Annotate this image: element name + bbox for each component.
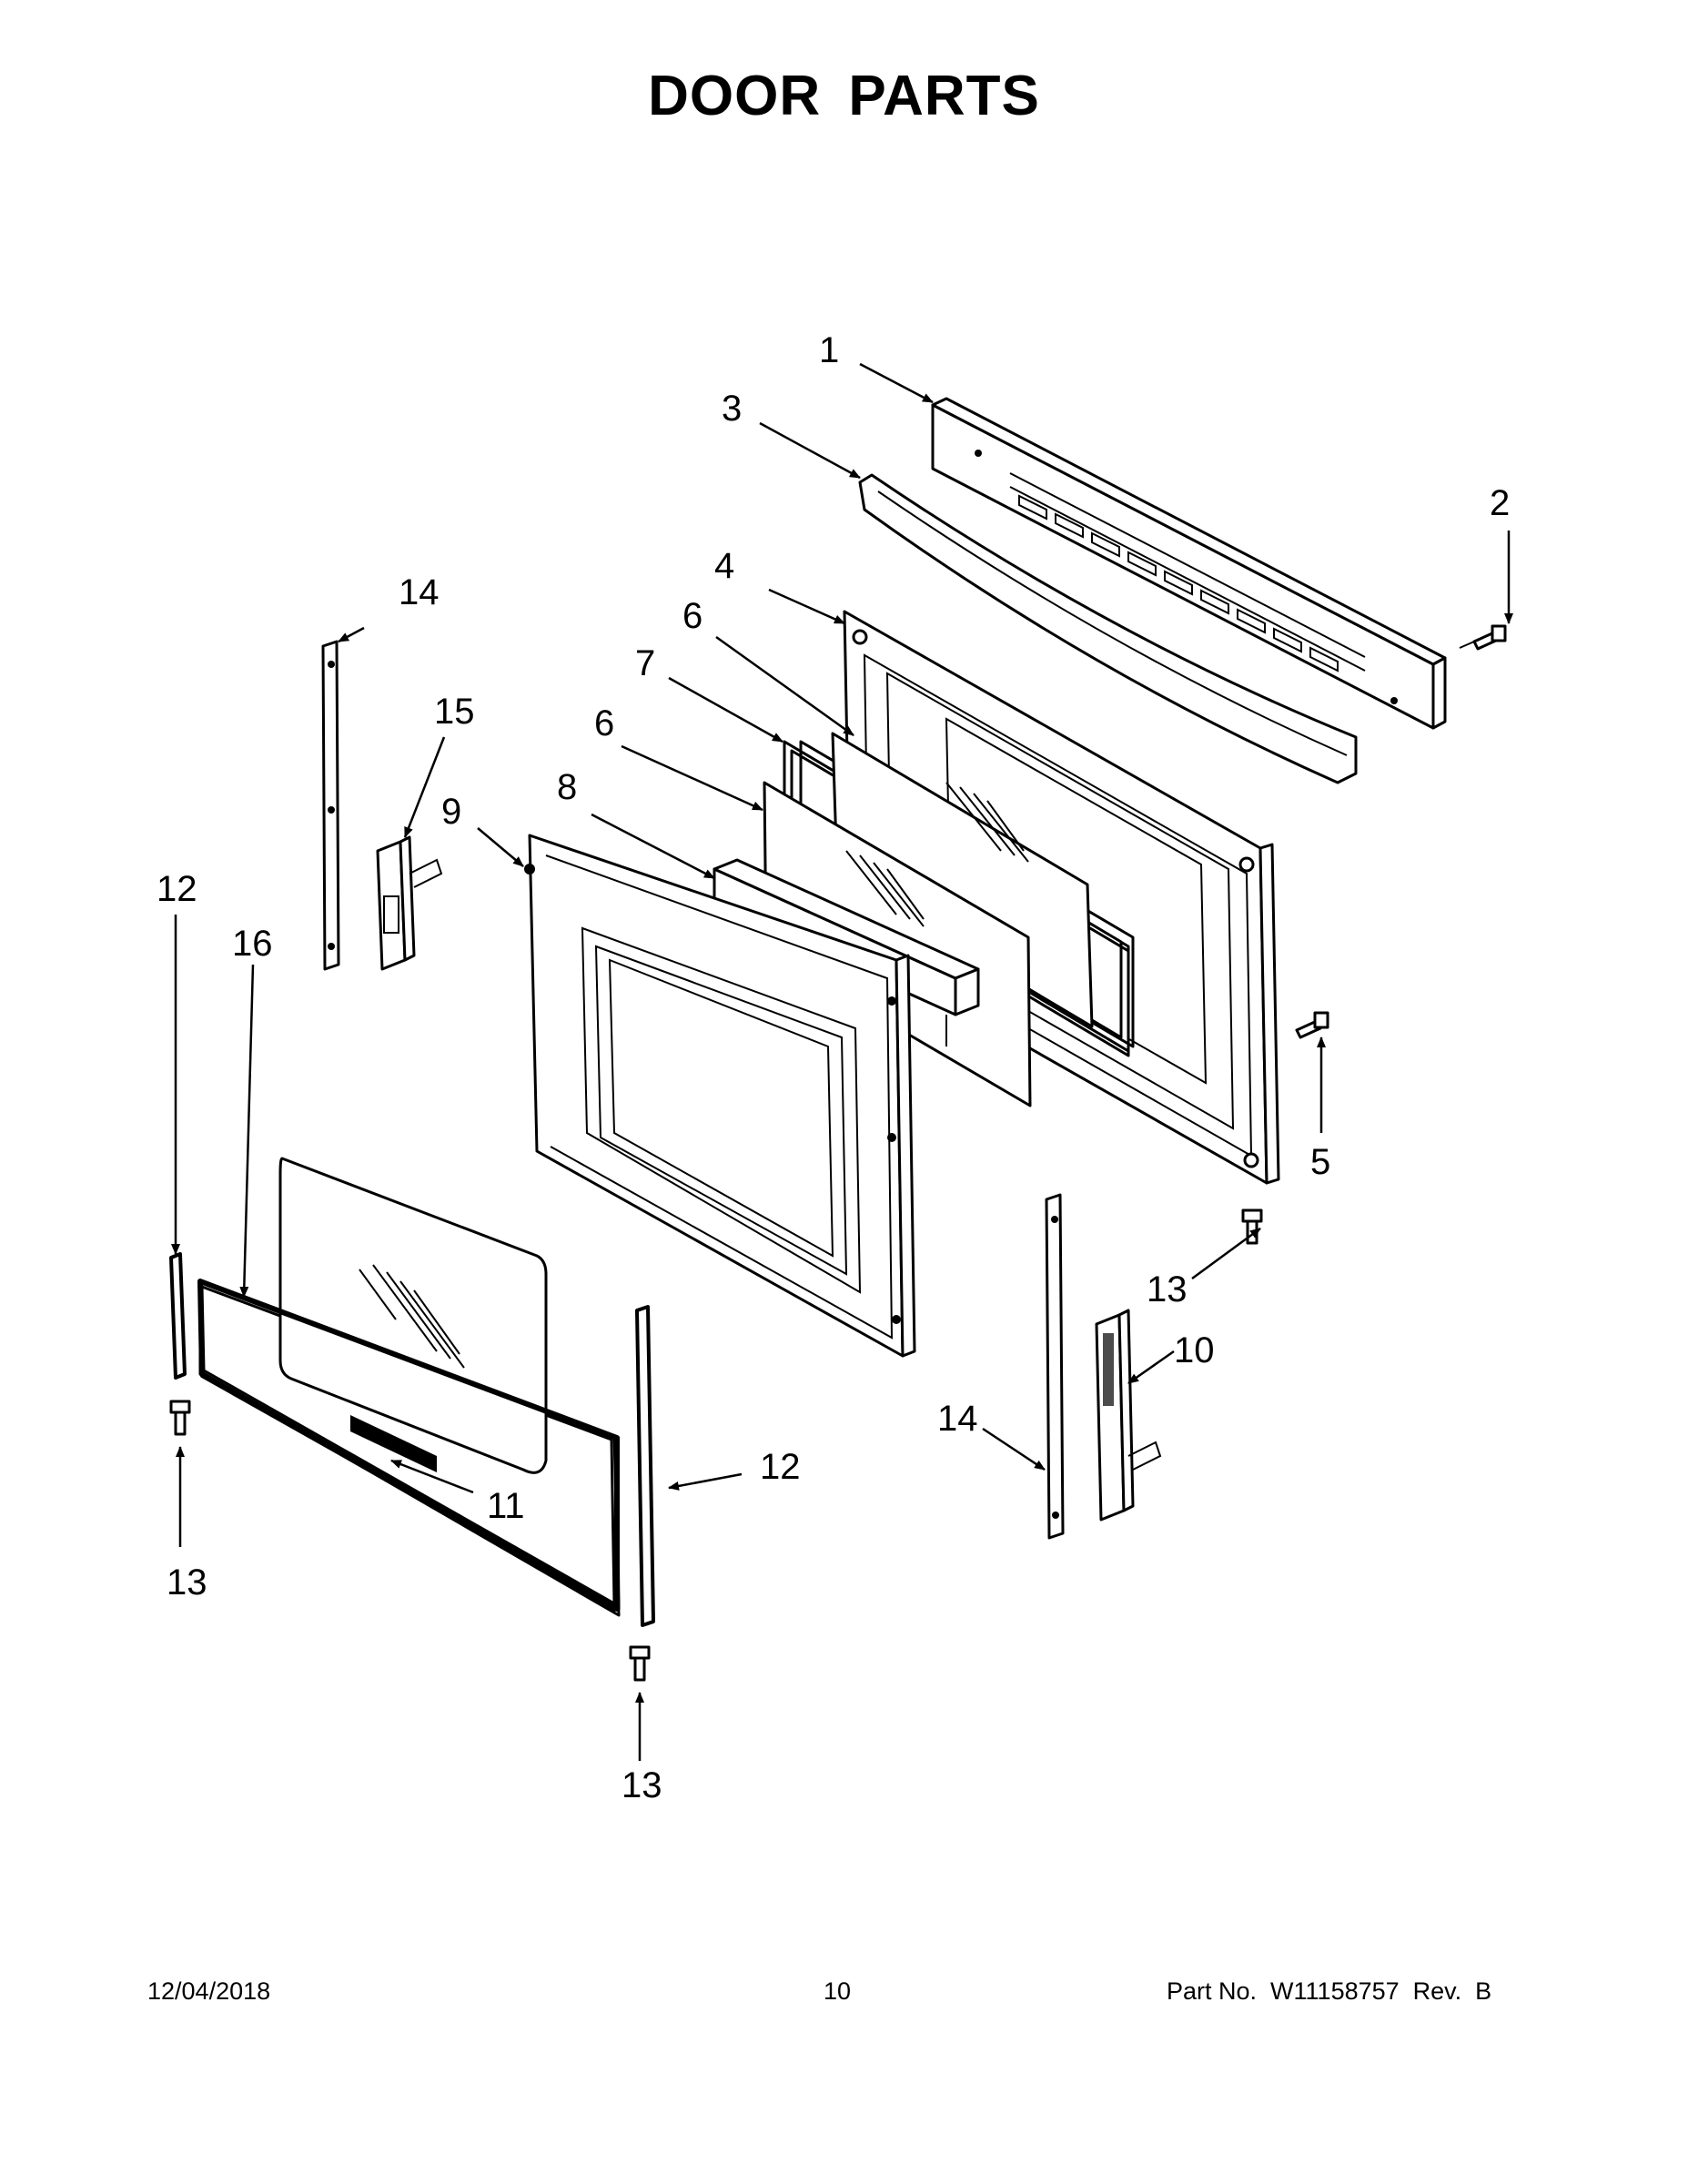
callout-11: 11 <box>487 1486 525 1526</box>
footer-part-number: Part No. W11158757 Rev. B <box>1167 1977 1492 2005</box>
part-12-side-trim-left <box>169 1252 187 1380</box>
callout-12-left: 12 <box>157 869 197 909</box>
callout-2: 2 <box>1490 483 1510 523</box>
part-14-hinge-receiver-lower <box>1045 1193 1065 1540</box>
part-3-door-handle <box>858 473 1358 784</box>
part-12-side-trim-right <box>635 1305 655 1627</box>
callout-numbers: 1 3 2 4 6 7 6 8 9 14 15 12 16 5 13 10 14… <box>157 330 1510 1805</box>
callout-1: 1 <box>819 330 839 370</box>
callout-6-lower: 6 <box>594 703 614 743</box>
footer-date: 12/04/2018 <box>147 1977 271 2005</box>
callout-14-upper: 14 <box>399 572 440 612</box>
callout-14-lower: 14 <box>937 1399 978 1439</box>
part-1-top-trim <box>931 397 1447 730</box>
part-14-hinge-receiver-upper <box>321 640 340 971</box>
callout-13-bottom: 13 <box>622 1765 662 1805</box>
callout-10: 10 <box>1174 1330 1215 1370</box>
part-2-screw <box>1459 624 1507 651</box>
callout-13-right: 13 <box>1147 1269 1188 1309</box>
callout-7: 7 <box>635 643 655 683</box>
part-15-hinge <box>376 835 443 971</box>
callout-13-left: 13 <box>167 1562 207 1603</box>
part-13-screw-left <box>169 1400 191 1436</box>
part-5-screw <box>1295 1011 1329 1039</box>
page-title: DOOR PARTS <box>648 65 1040 127</box>
callout-8: 8 <box>557 767 577 807</box>
leader-lines <box>171 362 1513 1761</box>
part-16-outer-frame <box>197 1279 620 1612</box>
part-13-screw-bottom <box>629 1645 651 1682</box>
part-11-logo-badge <box>350 1415 437 1472</box>
callout-15: 15 <box>434 692 475 732</box>
callout-16: 16 <box>232 924 273 964</box>
part-10-hinge <box>1095 1309 1162 1522</box>
callout-9: 9 <box>441 792 461 832</box>
callout-12-right: 12 <box>760 1447 801 1487</box>
callout-4: 4 <box>714 546 734 586</box>
callout-6-upper: 6 <box>682 596 702 636</box>
footer-page-number: 10 <box>824 1977 852 2005</box>
callout-3: 3 <box>722 389 742 429</box>
part-9-door-liner <box>524 834 916 1358</box>
part-16-outer-door-glass <box>198 1157 621 1617</box>
callout-5: 5 <box>1310 1142 1330 1182</box>
